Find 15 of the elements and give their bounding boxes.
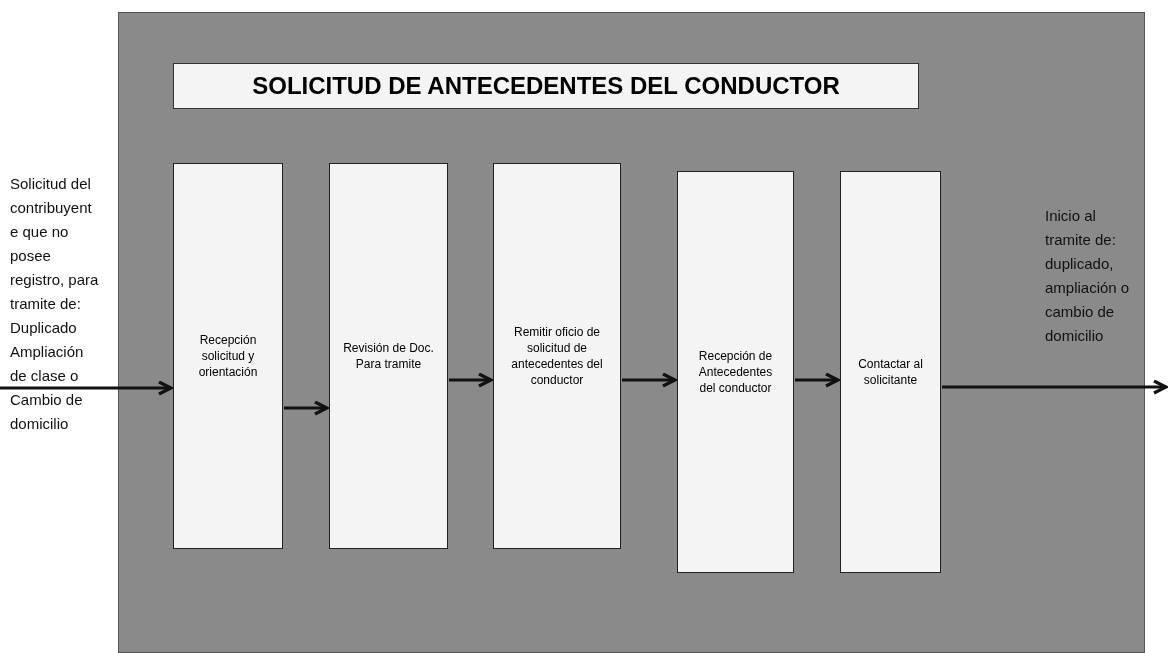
note-text: Inicio al tramite de: duplicado, ampliación o cambio de domicilio	[1045, 206, 1131, 346]
process-box: Contactar al solicitante	[840, 171, 941, 573]
arrow	[622, 372, 677, 388]
process-box: Remitir oficio de solicitud de antecedentes del conductor	[493, 163, 621, 549]
arrow	[795, 372, 840, 388]
arrow	[449, 372, 493, 388]
process-box: Revisión de Doc. Para tramite	[329, 163, 448, 549]
process-box: Recepción de Antecedentes del conductor	[677, 171, 794, 573]
arrow	[284, 400, 329, 416]
arrow	[942, 379, 1168, 395]
panel-background	[118, 12, 1145, 653]
arrow	[0, 380, 173, 396]
process-box: Recepción solicitud y orientación	[173, 163, 283, 549]
note-text: Solicitud del contribuyente que no posee registro, para tramite de: Duplicado Ampliación de clase o Cambio de domicilio	[10, 174, 100, 434]
title-box: SOLICITUD DE ANTECEDENTES DEL CONDUCTOR	[173, 63, 919, 109]
